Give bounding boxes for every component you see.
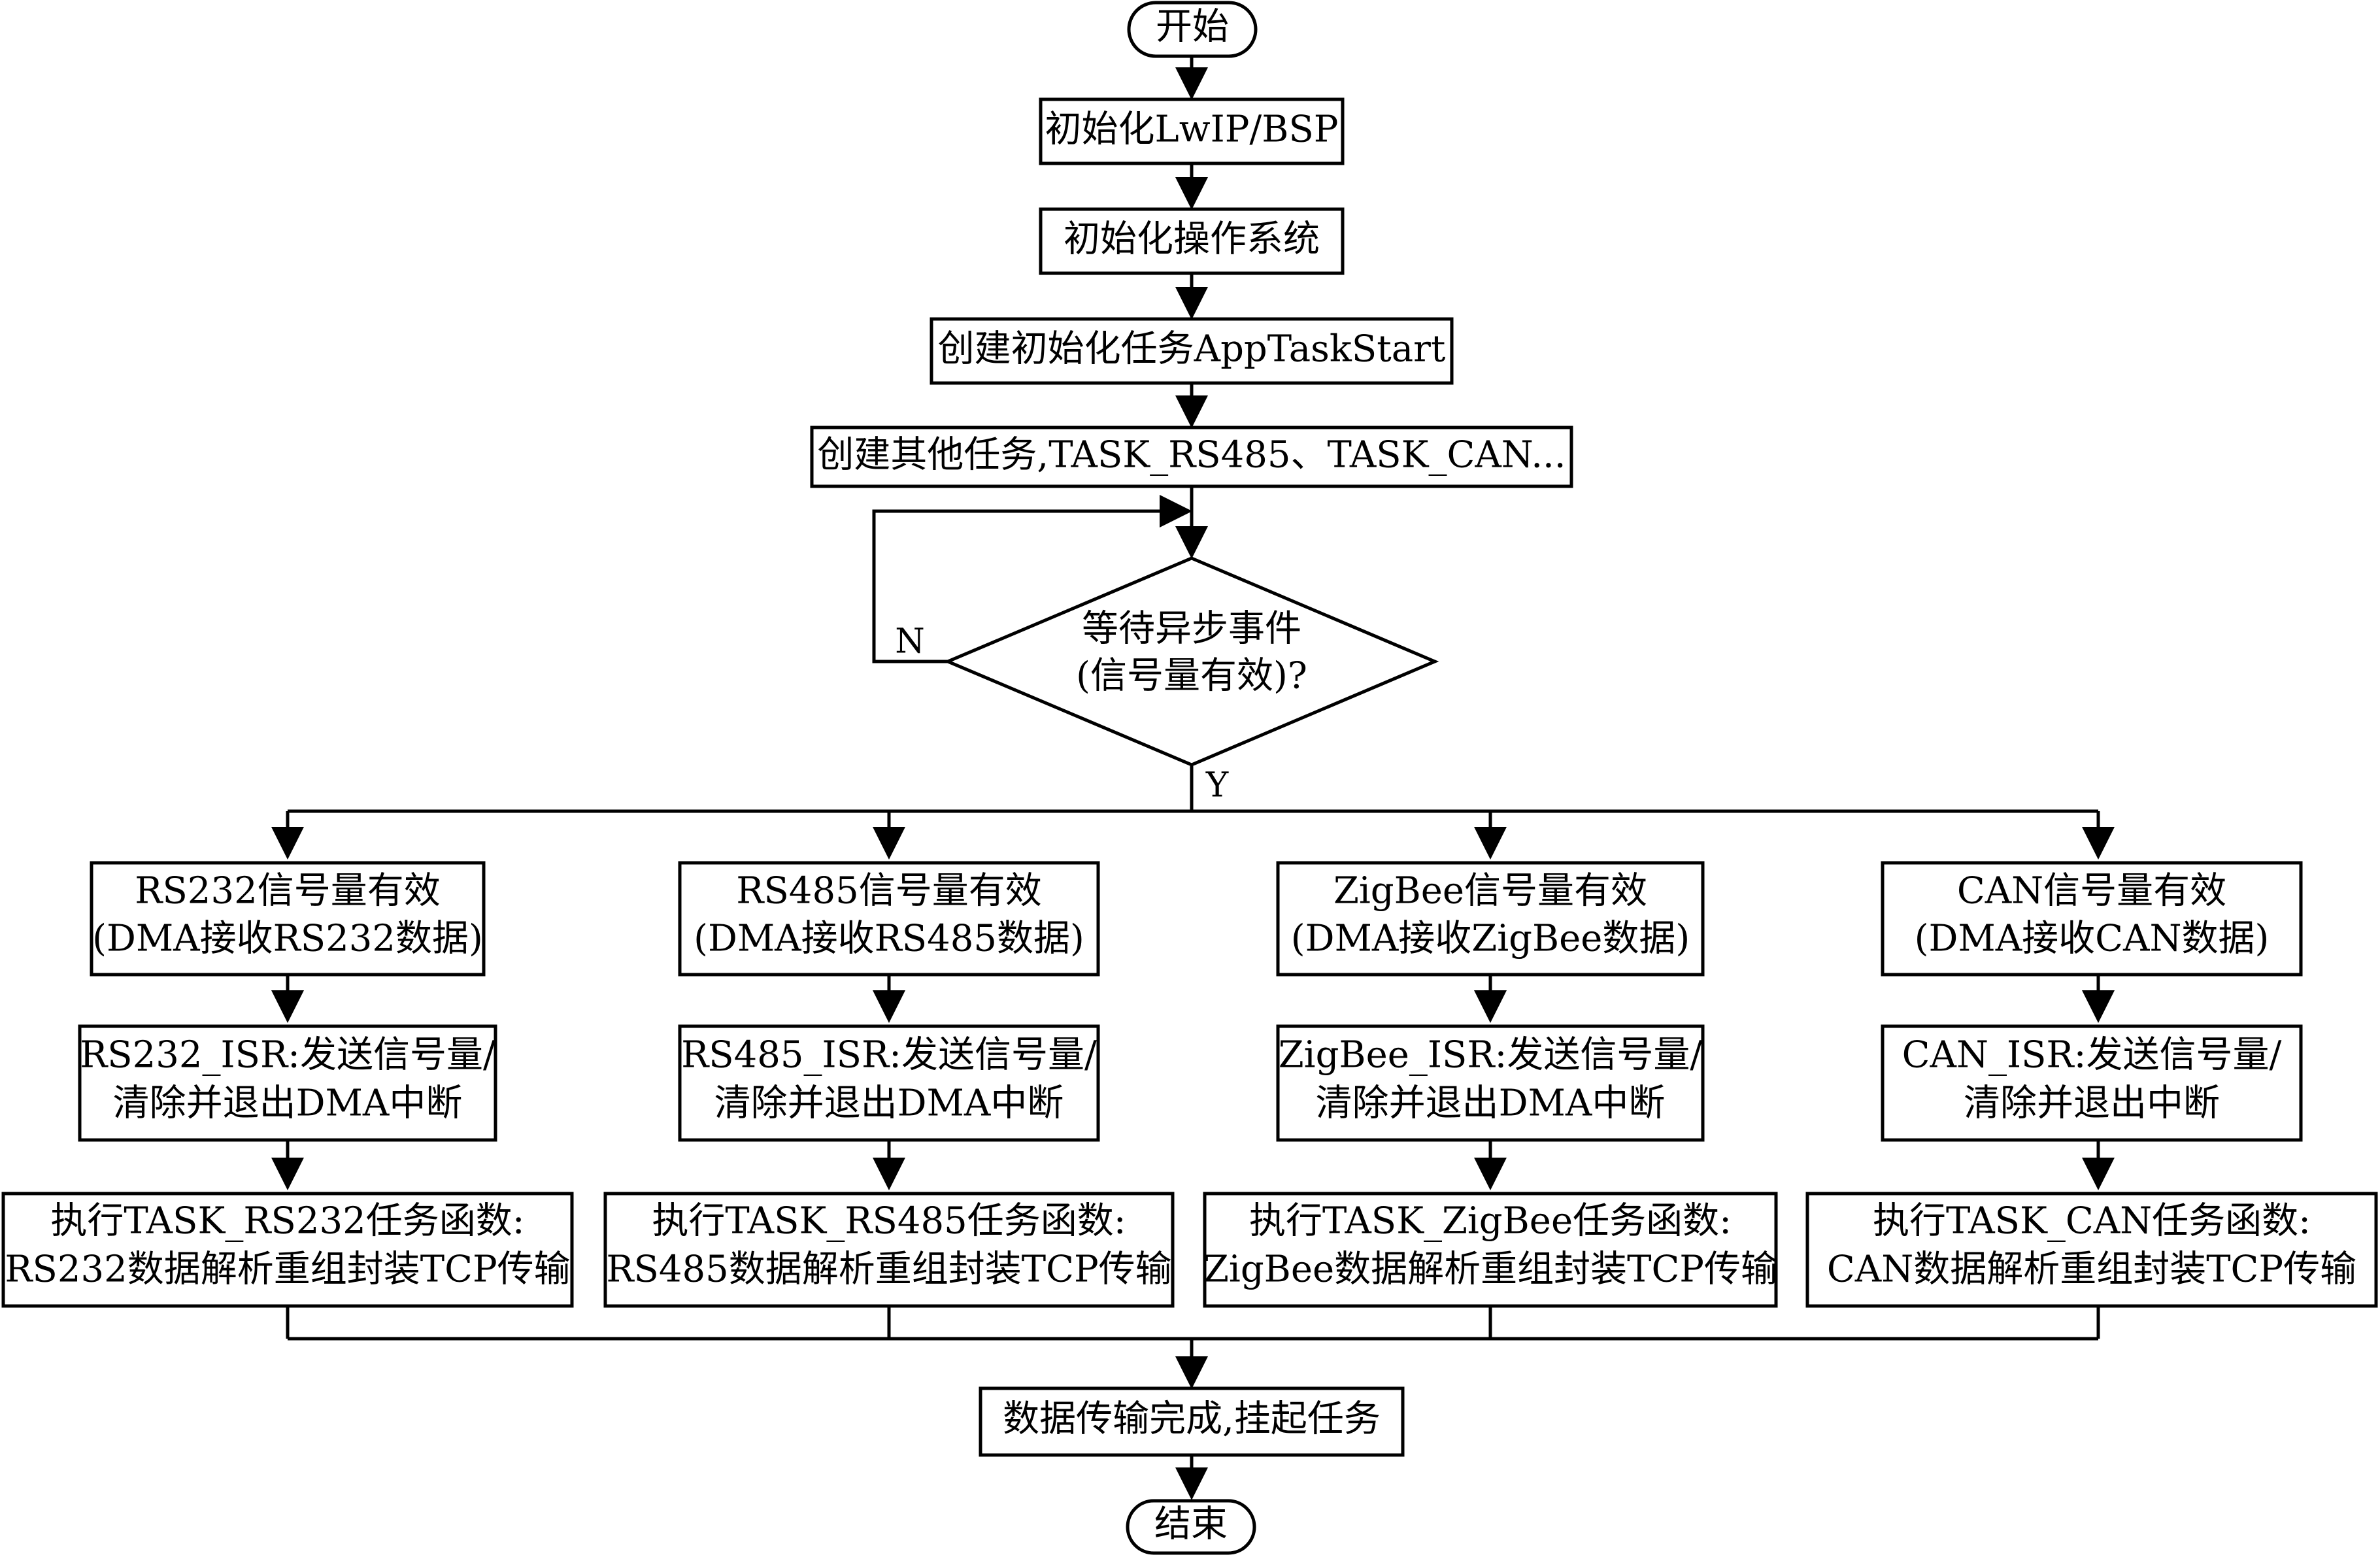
- zigbee-exec-line1: 执行TASK_ZigBee任务函数:: [1249, 1200, 1732, 1243]
- zigbee-isr-box: ZigBee_ISR:发送信号量/ 清除并退出DMA中断: [1276, 1024, 1705, 1142]
- init-lwip-label: 初始化LwIP/BSP: [1045, 109, 1339, 151]
- rs232-isr-box: RS232_ISR:发送信号量/ 清除并退出DMA中断: [78, 1024, 497, 1142]
- start-label: 开始: [1156, 6, 1229, 48]
- zigbee-isr-line1: ZigBee_ISR:发送信号量/: [1279, 1034, 1703, 1077]
- end-terminal: 结束: [1126, 1499, 1256, 1555]
- rs485-isr-box: RS485_ISR:发送信号量/ 清除并退出DMA中断: [678, 1024, 1100, 1142]
- init-lwip-box: 初始化LwIP/BSP: [1039, 97, 1345, 165]
- zigbee-isr-line2: 清除并退出DMA中断: [1316, 1082, 1666, 1125]
- decision-text-line2: (信号量有效)?: [1076, 655, 1307, 697]
- rs232-exec-line1: 执行TASK_RS232任务函数:: [50, 1200, 524, 1243]
- rs485-valid-line2: (DMA接收RS485数据): [694, 918, 1084, 960]
- yes-label: Y: [1205, 766, 1229, 805]
- create-init-task-label: 创建初始化任务AppTaskStart: [938, 328, 1446, 371]
- create-other-tasks-box: 创建其他任务,TASK_RS485、TASK_CAN...: [810, 426, 1573, 488]
- can-valid-box: CAN信号量有效 (DMA接收CAN数据): [1881, 861, 2303, 977]
- decision-diamond: 等待异步事件 (信号量有效)?: [943, 556, 1439, 767]
- init-os-box: 初始化操作系统: [1039, 207, 1345, 275]
- can-isr-line2: 清除并退出中断: [1964, 1082, 2220, 1125]
- rs485-exec-line1: 执行TASK_RS485任务函数:: [652, 1200, 1126, 1243]
- rs232-exec-box: 执行TASK_RS232任务函数: RS232数据解析重组封装TCP传输: [1, 1192, 574, 1308]
- rs485-isr-line2: 清除并退出DMA中断: [714, 1082, 1064, 1125]
- branch-can: CAN信号量有效 (DMA接收CAN数据) CAN_ISR:发送信号量/ 清除并…: [1805, 861, 2378, 1308]
- can-exec-line2: CAN数据解析重组封装TCP传输: [1827, 1248, 2356, 1291]
- start-terminal: 开始: [1127, 1, 1258, 58]
- rs232-valid-line2: (DMA接收RS232数据): [92, 918, 483, 960]
- create-init-task-box: 创建初始化任务AppTaskStart: [930, 317, 1454, 385]
- zigbee-exec-box: 执行TASK_ZigBee任务函数: ZigBee数据解析重组封装TCP传输: [1203, 1192, 1778, 1308]
- rs485-exec-line2: RS485数据解析重组封装TCP传输: [606, 1248, 1171, 1291]
- branch-zigbee: ZigBee信号量有效 (DMA接收ZigBee数据) ZigBee_ISR:发…: [1203, 861, 1778, 1308]
- rs485-exec-box: 执行TASK_RS485任务函数: RS485数据解析重组封装TCP传输: [603, 1192, 1175, 1308]
- rs485-valid-box: RS485信号量有效 (DMA接收RS485数据): [678, 861, 1100, 977]
- can-valid-line1: CAN信号量有效: [1957, 870, 2226, 912]
- rs232-exec-line2: RS232数据解析重组封装TCP传输: [5, 1248, 570, 1291]
- finish-label: 数据传输完成,挂起任务: [1003, 1398, 1381, 1441]
- can-isr-line1: CAN_ISR:发送信号量/: [1902, 1034, 2282, 1077]
- can-exec-line1: 执行TASK_CAN任务函数:: [1873, 1200, 2311, 1243]
- rs485-valid-line1: RS485信号量有效: [736, 870, 1041, 912]
- rs232-valid-box: RS232信号量有效 (DMA接收RS232数据): [90, 861, 486, 977]
- decision-text-line1: 等待异步事件: [1082, 608, 1301, 650]
- zigbee-exec-line2: ZigBee数据解析重组封装TCP传输: [1203, 1248, 1777, 1291]
- zigbee-valid-line2: (DMA接收ZigBee数据): [1291, 918, 1690, 960]
- init-os-label: 初始化操作系统: [1064, 218, 1320, 261]
- rs232-isr-line1: RS232_ISR:发送信号量/: [80, 1034, 495, 1077]
- main-connectors: [271, 56, 2115, 1500]
- branch-rs232: RS232信号量有效 (DMA接收RS232数据) RS232_ISR:发送信号…: [1, 861, 574, 1308]
- rs485-isr-line1: RS485_ISR:发送信号量/: [681, 1034, 1097, 1077]
- finish-box: 数据传输完成,挂起任务: [979, 1386, 1405, 1457]
- can-isr-box: CAN_ISR:发送信号量/ 清除并退出中断: [1881, 1024, 2303, 1142]
- rs232-isr-line2: 清除并退出DMA中断: [113, 1082, 463, 1125]
- create-other-tasks-label: 创建其他任务,TASK_RS485、TASK_CAN...: [817, 434, 1566, 477]
- can-valid-line2: (DMA接收CAN数据): [1915, 918, 2270, 960]
- rs232-valid-line1: RS232信号量有效: [135, 870, 440, 912]
- zigbee-valid-line1: ZigBee信号量有效: [1333, 870, 1647, 912]
- no-label: N: [895, 622, 925, 661]
- can-exec-box: 执行TASK_CAN任务函数: CAN数据解析重组封装TCP传输: [1805, 1192, 2378, 1308]
- branch-rs485: RS485信号量有效 (DMA接收RS485数据) RS485_ISR:发送信号…: [603, 861, 1175, 1308]
- zigbee-valid-box: ZigBee信号量有效 (DMA接收ZigBee数据): [1276, 861, 1705, 977]
- end-label: 结束: [1154, 1503, 1228, 1546]
- loop-no-branch: [872, 495, 1192, 663]
